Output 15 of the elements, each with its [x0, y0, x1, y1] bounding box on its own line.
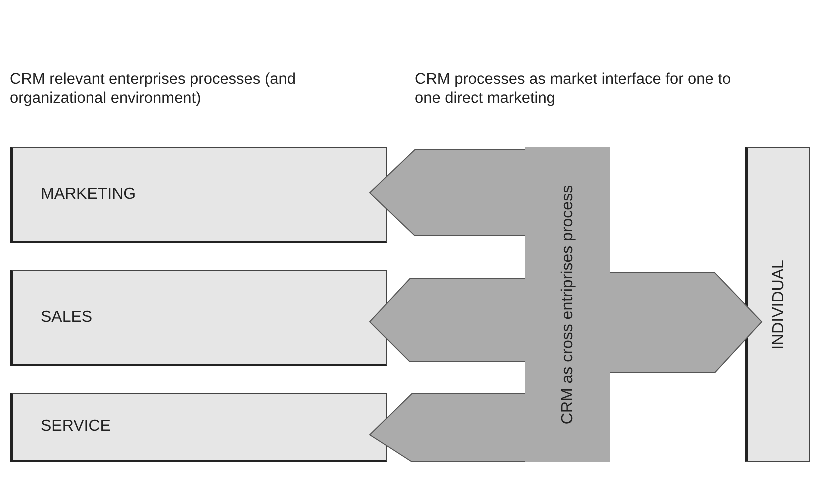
- block-arrow: [369, 150, 526, 236]
- process-box: [10, 147, 387, 243]
- box-label: SALES: [41, 308, 93, 326]
- box-label: MARKETING: [41, 186, 136, 204]
- block-arrow: [369, 394, 526, 462]
- box-label: INDIVIDUAL: [769, 260, 788, 350]
- process-box: [10, 393, 387, 462]
- heading-text: CRM relevant enterprises processes (and organizational environment): [10, 70, 298, 108]
- heading-text: CRM processes as market interface for one to one direct marketing: [415, 70, 732, 108]
- box-label: CRM as cross entriprises process: [558, 184, 577, 426]
- box-label: SERVICE: [41, 418, 111, 436]
- block-arrow: [369, 278, 526, 362]
- process-box: [10, 270, 387, 366]
- individual-box: [745, 147, 810, 462]
- block-arrow: [610, 272, 763, 374]
